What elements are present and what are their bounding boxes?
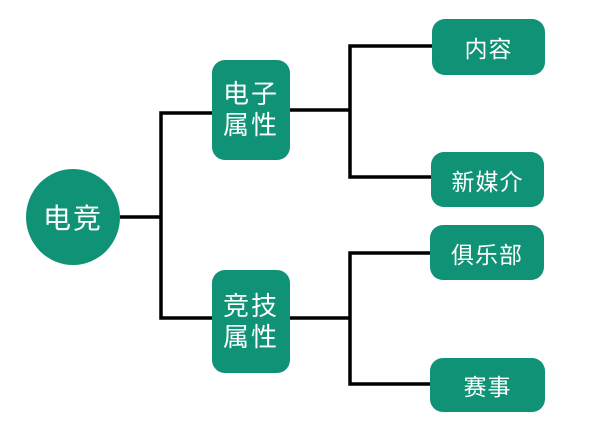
node-branch-dianzi-shuxing[interactable]: 电子 属性	[212, 60, 290, 160]
node-leaf-neirong[interactable]: 内容	[432, 19, 545, 75]
node-leaf-julebu[interactable]: 俱乐部	[430, 225, 544, 280]
node-leaf-label: 赛事	[463, 374, 512, 400]
node-branch-label: 竞技 属性	[222, 290, 279, 352]
node-branch-label: 电子 属性	[222, 79, 279, 140]
node-root-label: 电竞	[42, 203, 103, 234]
node-leaf-xinmeijie[interactable]: 新媒介	[431, 152, 544, 207]
node-branch-jingji-shuxing[interactable]: 竞技 属性	[212, 270, 290, 373]
node-leaf-saishi[interactable]: 赛事	[430, 358, 545, 412]
connector-branch1-bracket	[348, 44, 432, 179]
node-root[interactable]: 电竞	[26, 169, 120, 265]
node-leaf-label: 内容	[464, 36, 513, 62]
connector-branch2-bracket	[348, 251, 430, 386]
node-leaf-label: 俱乐部	[451, 241, 523, 268]
connector-root-bracket	[159, 111, 212, 320]
node-leaf-label: 新媒介	[451, 168, 524, 195]
